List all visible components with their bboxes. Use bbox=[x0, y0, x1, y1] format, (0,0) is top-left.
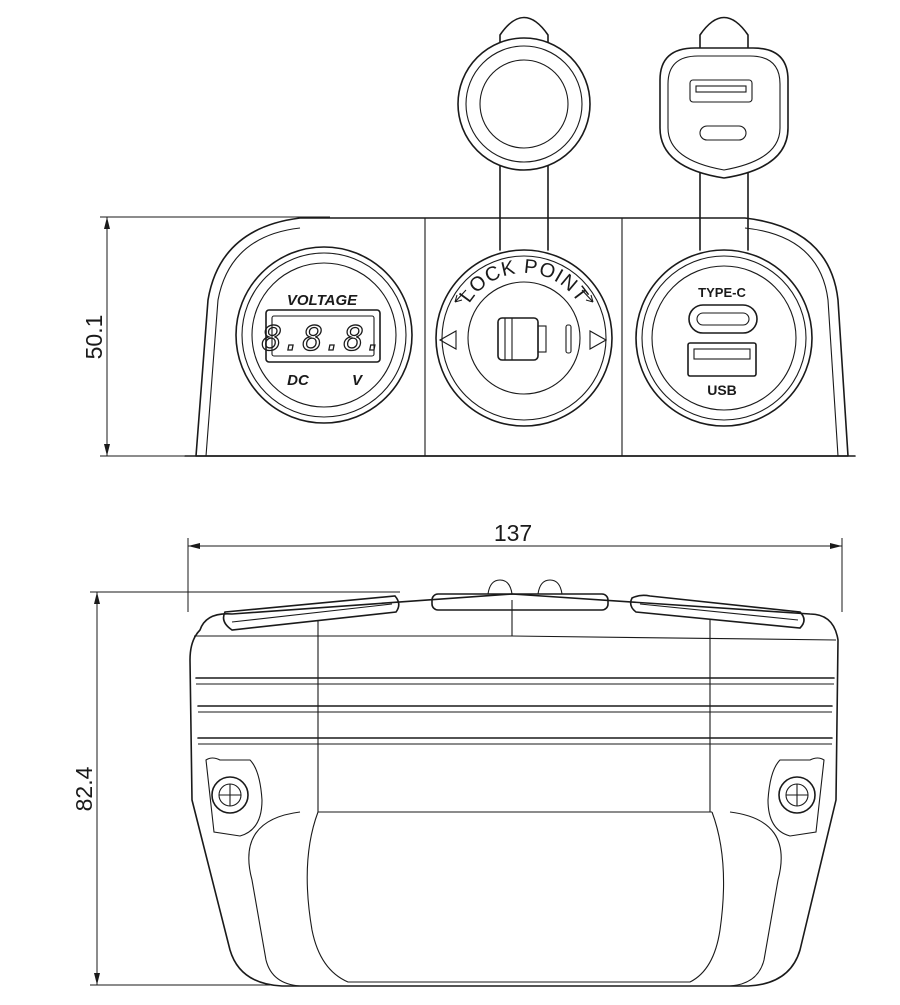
usb-label: USB bbox=[707, 382, 737, 398]
voltage-display: 8.8.8. bbox=[262, 319, 385, 359]
top-view: 50.1 bbox=[81, 16, 856, 457]
dc-label: DC bbox=[287, 372, 310, 389]
height-dimension-top: 50.1 bbox=[81, 216, 330, 457]
usb-socket: TYPE-C USB bbox=[635, 249, 813, 427]
top-housing bbox=[184, 217, 856, 457]
type-c-label: TYPE-C bbox=[698, 285, 746, 300]
height-label-bottom: 82.4 bbox=[71, 766, 97, 811]
usb-cap bbox=[659, 16, 789, 251]
voltage-title: VOLTAGE bbox=[287, 292, 358, 309]
width-dimension: 137 bbox=[187, 520, 843, 612]
lighter-cap bbox=[457, 16, 591, 251]
bottom-view: 137 82.4 bbox=[71, 520, 843, 987]
voltmeter: VOLTAGE 8.8.8. DC V bbox=[235, 246, 413, 424]
v-label: V bbox=[352, 372, 364, 389]
right-screw bbox=[778, 776, 816, 814]
side-top-covers bbox=[222, 579, 805, 631]
lighter-socket: LOCK POINT bbox=[435, 249, 613, 427]
left-screw bbox=[211, 776, 249, 814]
width-label: 137 bbox=[494, 520, 532, 546]
height-label-top: 50.1 bbox=[81, 315, 107, 360]
height-dimension-bottom: 82.4 bbox=[71, 591, 400, 986]
side-body bbox=[189, 593, 839, 987]
